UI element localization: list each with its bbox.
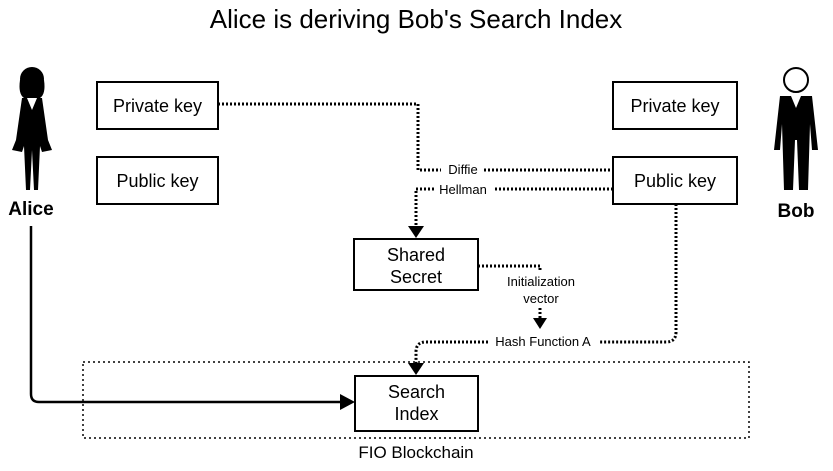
alice-to-search-index-connector: [29, 226, 342, 404]
search-index-label-line2: Index: [394, 404, 438, 424]
hash-to-search-index-connector: [414, 340, 488, 364]
bob-public-key-to-hash-connector: [600, 204, 678, 344]
hash-arrowhead: [408, 363, 424, 375]
bob-private-key-box: Private key: [612, 81, 738, 130]
iv-arrowhead: [533, 318, 547, 329]
search-index-box: Search Index: [354, 375, 479, 432]
alice-private-key-box: Private key: [96, 81, 219, 130]
hellman-arrowhead: [408, 226, 424, 238]
hellman-connector-left: [414, 187, 434, 228]
shared-secret-label-line2: Secret: [390, 267, 442, 287]
fio-blockchain-label: FIO Blockchain: [358, 443, 473, 462]
bob-public-key-label: Public key: [634, 171, 716, 191]
alice-public-key-box: Public key: [96, 156, 219, 205]
iv-connector-top: [478, 264, 542, 272]
initialization-label-line2: vector: [523, 291, 559, 306]
search-index-label-line1: Search: [388, 382, 445, 402]
alice-private-key-label: Private key: [113, 96, 202, 116]
page-title: Alice is deriving Bob's Search Index: [210, 4, 623, 34]
alice-label: Alice: [8, 199, 53, 220]
diffie-connector-left: [218, 102, 441, 172]
bob-figure-icon: [774, 67, 818, 190]
alice-figure-icon: [12, 67, 52, 190]
shared-secret-label-line1: Shared: [387, 245, 445, 265]
hellman-label: Hellman: [439, 182, 487, 197]
bob-public-key-box: Public key: [612, 156, 738, 205]
hash-function-label: Hash Function A: [495, 334, 591, 349]
alice-public-key-label: Public key: [116, 171, 198, 191]
bob-private-key-label: Private key: [630, 96, 719, 116]
initialization-label-line1: Initialization: [507, 274, 575, 289]
bob-label: Bob: [778, 201, 815, 222]
alice-arrowhead: [340, 394, 355, 410]
diffie-label: Diffie: [448, 162, 477, 177]
shared-secret-box: Shared Secret: [353, 238, 479, 291]
fio-blockchain-container: [82, 361, 750, 439]
